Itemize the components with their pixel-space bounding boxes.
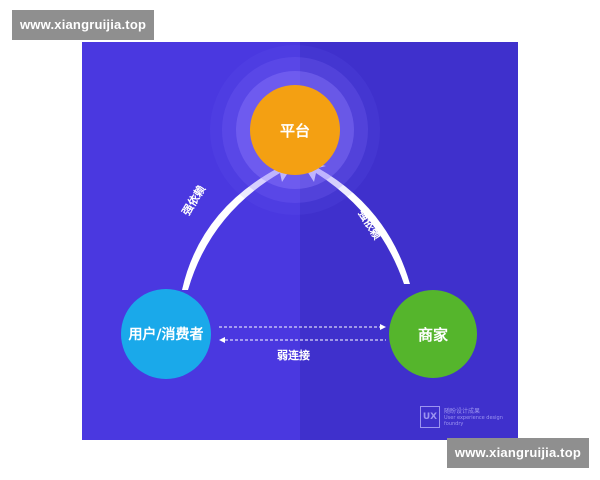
logo-line1: 随盼设计成果: [444, 407, 481, 415]
logo-line2: User experience design: [444, 414, 503, 421]
node-platform-label: 平台: [279, 121, 310, 140]
ux-logo-icon: UX: [420, 406, 440, 428]
logo-text: 随盼设计成果 User experience design foundry: [444, 408, 503, 427]
watermark-bottom: www.xiangruijia.top: [446, 438, 589, 468]
arrow-merchant-to-platform: [300, 160, 410, 284]
edge-label-user-merchant: 弱连接: [277, 349, 310, 362]
logo-line3: foundry: [444, 420, 464, 427]
brand-logo: UX 随盼设计成果 User experience design foundry: [420, 406, 503, 428]
node-user-label: 用户/消费者: [128, 327, 204, 343]
weak-arrowhead-right: [380, 324, 386, 330]
watermark-top: www.xiangruijia.top: [12, 10, 155, 40]
node-user: 用户/消费者: [121, 289, 211, 379]
node-platform: 平台: [250, 85, 340, 175]
diagram-panel: 平台 用户/消费者 商家 强依赖 强依赖 弱连接 UX 随盼设计成果 User …: [82, 42, 518, 440]
background-shade: [300, 42, 518, 440]
node-merchant: 商家: [389, 290, 477, 378]
arrow-user-to-platform: [182, 160, 296, 290]
node-merchant-label: 商家: [417, 325, 448, 344]
weak-arrowhead-left: [219, 337, 225, 343]
